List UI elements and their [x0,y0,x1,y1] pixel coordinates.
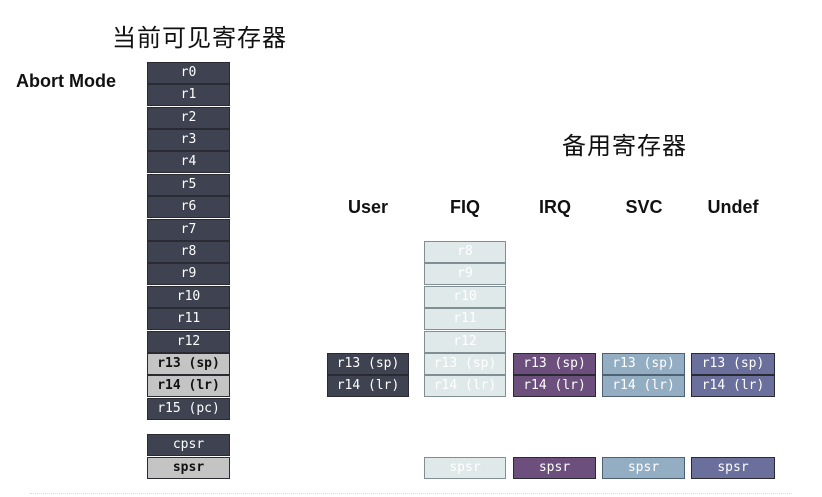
column-heading-svc: SVC [625,197,663,217]
current-register-r0: r0 [147,62,230,84]
undef-register-r13: r13 (sp) [691,353,775,375]
irq-register-r13: r13 (sp) [513,353,596,375]
svc-register-r14: r14 (lr) [602,375,685,397]
current-register-r15: r15 (pc) [147,398,230,420]
column-heading-fiq: FIQ [450,197,480,217]
column-heading-irq: IRQ [538,197,571,217]
svc-register-r13: r13 (sp) [602,353,685,375]
current-register-r7: r7 [147,219,230,241]
current-registers-title: 当前可见寄存器 [112,24,287,52]
current-cpsr: cpsr [147,434,230,456]
current-register-r4: r4 [147,151,230,173]
fiq-register-r12: r12 [424,331,506,353]
svc-spsr: spsr [602,457,685,479]
undef-spsr: spsr [691,457,775,479]
current-register-r5: r5 [147,174,230,196]
current-register-r11: r11 [147,308,230,330]
fiq-register-r10: r10 [424,286,506,308]
current-register-r10: r10 [147,286,230,308]
user-register-r14: r14 (lr) [327,375,409,397]
bottom-divider [30,493,792,494]
current-spsr: spsr [147,457,230,479]
irq-spsr: spsr [513,457,596,479]
current-register-r8: r8 [147,241,230,263]
column-heading-undef: Undef [707,197,759,217]
undef-register-r14: r14 (lr) [691,375,775,397]
current-register-r14: r14 (lr) [147,375,230,397]
banked-registers-title: 备用寄存器 [562,132,687,160]
fiq-register-r8: r8 [424,241,506,263]
fiq-register-r14: r14 (lr) [424,375,506,397]
current-register-r6: r6 [147,196,230,218]
fiq-register-r9: r9 [424,263,506,285]
fiq-register-r13: r13 (sp) [424,353,506,375]
current-register-r13: r13 (sp) [147,353,230,375]
user-register-r13: r13 (sp) [327,353,409,375]
irq-register-r14: r14 (lr) [513,375,596,397]
fiq-spsr: spsr [424,457,506,479]
current-register-r9: r9 [147,263,230,285]
column-heading-user: User [347,197,389,217]
current-register-r2: r2 [147,107,230,129]
current-register-r3: r3 [147,129,230,151]
current-register-r1: r1 [147,84,230,106]
fiq-register-r11: r11 [424,308,506,330]
current-register-r12: r12 [147,331,230,353]
abort-mode-label: Abort Mode [16,71,116,91]
